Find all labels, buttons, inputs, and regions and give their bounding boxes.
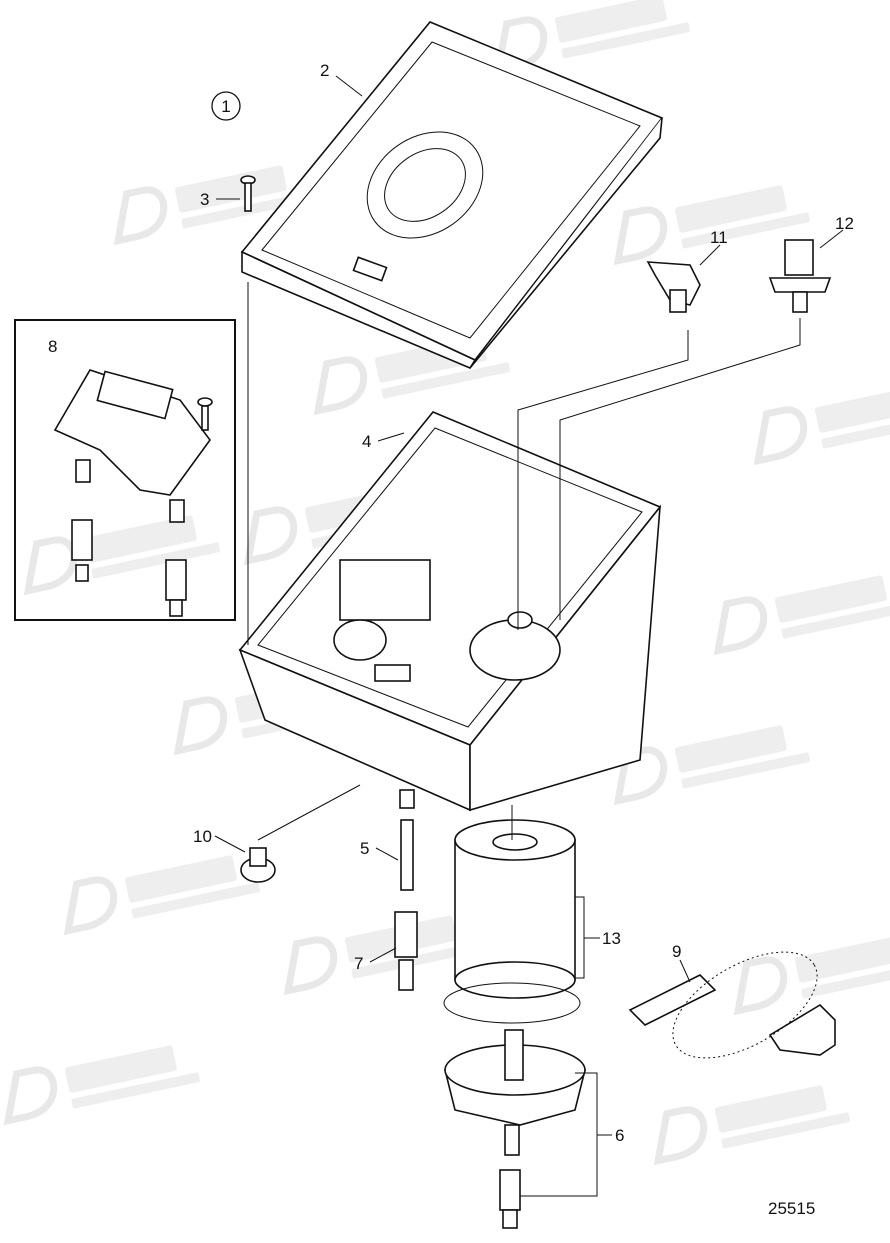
callout-7: 7 <box>354 954 363 973</box>
callout-11: 11 <box>710 228 728 247</box>
screw-part-3[interactable] <box>240 175 256 212</box>
leader-lines <box>214 75 844 1197</box>
callout-2: 2 <box>320 61 329 80</box>
callout-8: 8 <box>48 337 57 356</box>
drawing-number: 25515 <box>768 1199 815 1218</box>
callout-6: 6 <box>615 1126 624 1145</box>
plug-part-7[interactable] <box>394 911 418 991</box>
callout-9: 9 <box>672 942 681 961</box>
group-marker: 1 <box>211 91 241 121</box>
plug-part-10[interactable] <box>240 847 276 883</box>
callout-3: 3 <box>200 190 209 209</box>
sensor-part-11[interactable] <box>646 261 701 313</box>
callout-13: 13 <box>602 929 621 948</box>
sensor-part-12[interactable] <box>768 239 832 313</box>
housing-part-4[interactable] <box>238 411 662 812</box>
pipe-part-5[interactable] <box>400 819 414 891</box>
callout-10: 10 <box>193 827 212 846</box>
connector-part-9[interactable] <box>628 930 836 1079</box>
filter-part-13[interactable] <box>443 819 581 1024</box>
bowl-part-6[interactable] <box>443 1029 587 1229</box>
callout-4: 4 <box>362 432 371 451</box>
inset-box-part-8 <box>14 319 236 621</box>
callout-5: 5 <box>360 839 369 858</box>
cover-part-2[interactable] <box>240 21 664 370</box>
svg-text:1: 1 <box>221 97 230 116</box>
callout-12: 12 <box>835 214 854 233</box>
